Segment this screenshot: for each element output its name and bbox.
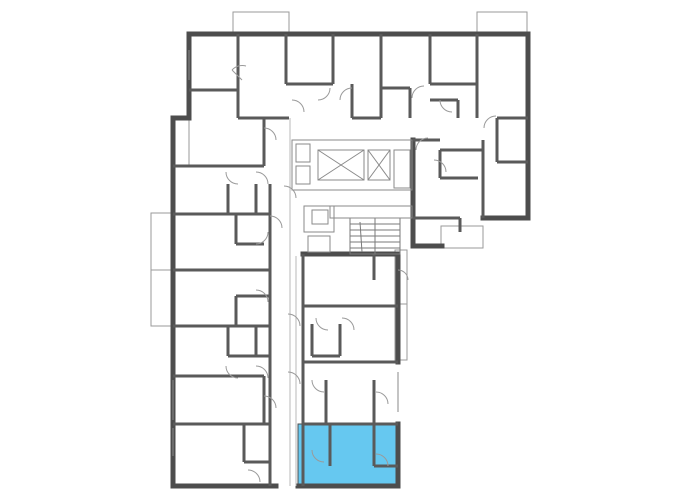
balcony-bottom-right — [440, 225, 484, 249]
balcony-left-2 — [150, 269, 174, 327]
doors — [225, 65, 497, 483]
balcony-left-1 — [150, 212, 174, 274]
balcony-top-right — [476, 11, 528, 35]
top-wing-walls — [189, 34, 528, 232]
balconies — [150, 11, 528, 361]
right-lower-wing-walls — [301, 254, 398, 486]
elevator-shaft-2 — [367, 149, 391, 181]
building-core — [289, 118, 413, 486]
staircase — [349, 217, 401, 255]
elevator-shaft-1 — [317, 149, 365, 181]
balcony-top-left — [232, 11, 290, 35]
left-wing-walls — [173, 118, 272, 486]
window-marks — [172, 50, 399, 456]
